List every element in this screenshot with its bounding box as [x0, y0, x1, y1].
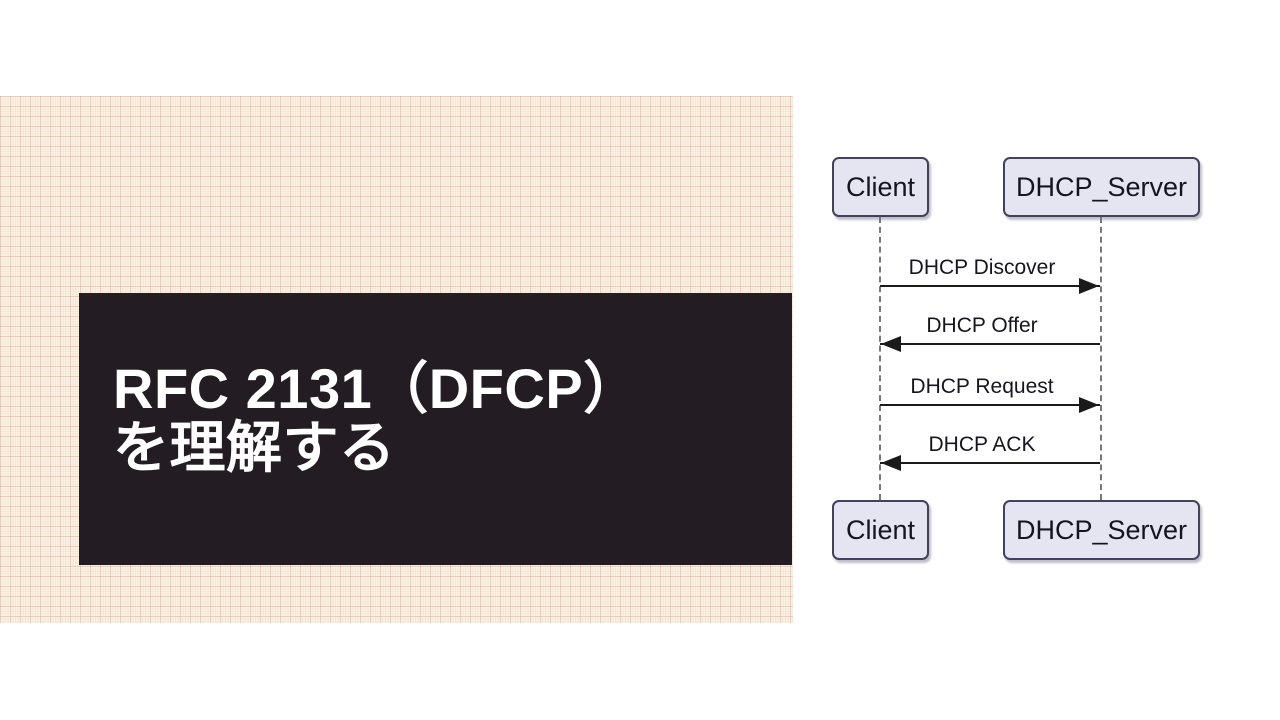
participant-dhcp-server-top-label: DHCP_Server — [1015, 171, 1188, 202]
title-line-2: を理解する — [113, 416, 396, 479]
participant-dhcp-server-top: DHCP_Server — [1003, 157, 1200, 217]
arrow-left-icon — [881, 455, 901, 471]
participant-client-bottom: Client — [832, 500, 929, 560]
message-dhcp-request-label: DHCP Request — [910, 375, 1054, 398]
message-dhcp-discover-line — [880, 285, 1100, 287]
message-dhcp-discover-label: DHCP Discover — [908, 256, 1056, 279]
lifeline-dhcp-server — [1100, 217, 1102, 500]
participant-client-bottom-label: Client — [845, 514, 916, 545]
message-dhcp-offer-label: DHCP Offer — [926, 314, 1038, 337]
participant-client-top-label: Client — [845, 171, 916, 202]
participant-client-top: Client — [832, 157, 929, 217]
message-dhcp-ack-line — [880, 462, 1100, 464]
arrow-left-icon — [881, 336, 901, 352]
message-dhcp-offer-line — [880, 343, 1100, 345]
message-dhcp-ack-label: DHCP ACK — [928, 433, 1036, 456]
lifeline-client — [879, 217, 881, 500]
participant-dhcp-server-bottom: DHCP_Server — [1003, 500, 1200, 560]
message-dhcp-request-line — [880, 404, 1100, 406]
arrow-right-icon — [1079, 278, 1099, 294]
participant-dhcp-server-bottom-label: DHCP_Server — [1015, 514, 1188, 545]
title-box: RFC 2131（DFCP） を理解する — [79, 293, 792, 565]
slide-title: RFC 2131（DFCP） を理解する — [113, 359, 764, 477]
arrow-right-icon — [1079, 397, 1099, 413]
title-line-1: RFC 2131（DFCP） — [113, 357, 640, 420]
